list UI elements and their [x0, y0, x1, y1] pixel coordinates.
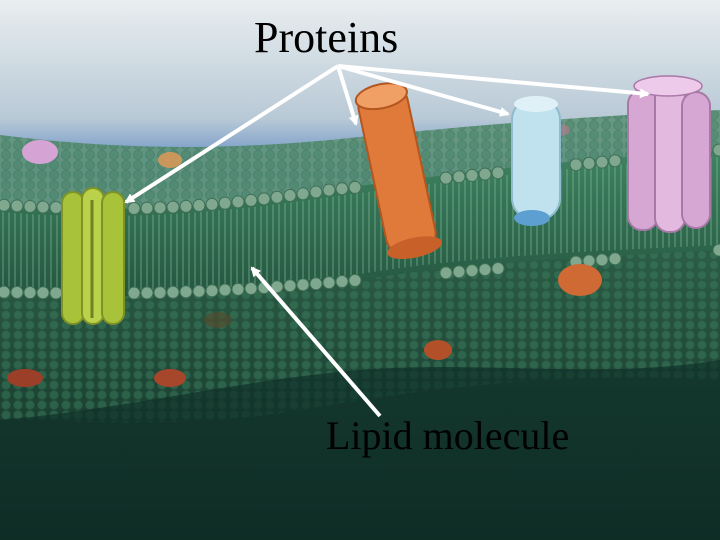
protein-pink-icon — [627, 75, 711, 233]
arrow-to-blue-protein — [337, 64, 510, 117]
lipid-molecule-label: Lipid molecule — [326, 413, 570, 458]
lipid-head — [283, 189, 297, 203]
arrow-to-pink-protein — [337, 64, 650, 99]
lipid-head — [179, 285, 193, 299]
lipid-head — [10, 199, 24, 213]
lipid-head — [153, 201, 167, 215]
lipid-head — [205, 197, 219, 211]
lipid-head — [257, 192, 271, 206]
lipid-head — [244, 282, 258, 296]
lipid-head — [335, 182, 349, 196]
lipid-head — [712, 243, 720, 257]
lipid-head — [296, 187, 310, 201]
lipid-head — [478, 263, 492, 277]
lipid-head — [569, 158, 583, 172]
lipid-head — [205, 284, 219, 298]
pointer-arrows — [124, 64, 650, 418]
lipid-head — [192, 284, 206, 298]
lipid-head — [36, 286, 50, 300]
lipid-head — [166, 285, 180, 299]
lipid-head — [231, 282, 245, 296]
lipid-head — [36, 200, 50, 214]
lipid-head — [0, 285, 11, 299]
lipid-head — [231, 195, 245, 209]
lipid-head — [608, 252, 622, 266]
lipid-head — [192, 198, 206, 212]
lipid-head — [322, 183, 336, 197]
lipid-head — [10, 285, 24, 299]
lipid-head — [127, 286, 141, 300]
lipid-head — [283, 279, 297, 293]
lipid-head — [452, 170, 466, 184]
lipid-heads-bottom — [0, 243, 720, 300]
lipid-head — [452, 265, 466, 279]
lipid-head — [127, 201, 141, 215]
lipid-head — [595, 253, 609, 267]
lipid-head — [140, 286, 154, 300]
lipid-head — [595, 155, 609, 169]
lipid-head — [179, 199, 193, 213]
lipid-head — [270, 190, 284, 204]
lipid-head — [49, 286, 63, 300]
lipid-head — [140, 201, 154, 215]
protein-light-blue-icon — [511, 96, 561, 226]
lipid-head — [23, 199, 37, 213]
lipid-head — [244, 193, 258, 207]
lipid-heads-top — [0, 143, 720, 215]
arrow-to-orange-protein — [336, 65, 359, 126]
lipid-head — [23, 286, 37, 300]
lipid-head — [218, 196, 232, 210]
lipid-head — [491, 166, 505, 180]
lipid-head — [348, 180, 362, 194]
proteins-label: Proteins — [254, 13, 399, 62]
lipid-head — [348, 273, 362, 287]
lipid-head — [491, 262, 505, 275]
lipid-head — [335, 275, 349, 289]
arrow-to-green-protein — [124, 64, 340, 204]
lipid-head — [712, 143, 720, 157]
lipid-head — [0, 198, 11, 212]
lipid-head — [582, 156, 596, 170]
lipid-head — [270, 280, 284, 294]
lipid-head — [322, 276, 336, 290]
lipid-head — [465, 168, 479, 182]
lipid-head — [439, 171, 453, 185]
lipid-head — [309, 277, 323, 291]
lipid-head — [153, 286, 167, 300]
lipid-head — [608, 154, 622, 168]
arrow-to-lipid — [250, 266, 382, 418]
lipid-head — [309, 185, 323, 199]
lipid-head — [478, 167, 492, 181]
protein-channel-icon — [61, 187, 125, 325]
lipid-head — [296, 278, 310, 292]
lipid-head — [439, 266, 453, 280]
protein-orange-icon — [354, 82, 443, 260]
lipid-head — [218, 283, 232, 297]
lipid-head — [166, 200, 180, 214]
lipid-head — [465, 264, 479, 278]
lipid-head — [49, 201, 63, 215]
